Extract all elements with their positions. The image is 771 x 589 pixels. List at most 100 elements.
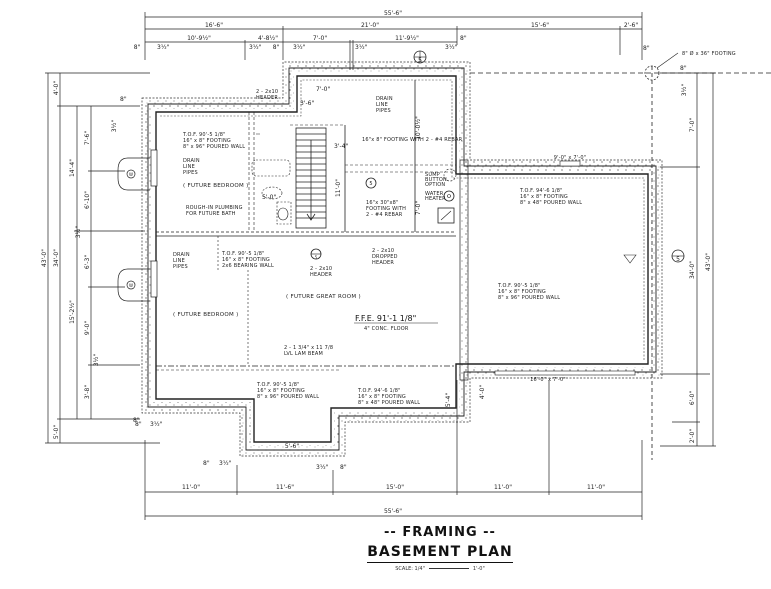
dim-small: 3½" — [75, 226, 82, 239]
header-note: HEADER — [310, 272, 332, 278]
interior-walls — [156, 80, 456, 371]
header-note: 2 - 2x10 — [310, 266, 332, 272]
dim-small: 8" — [135, 421, 142, 428]
bottom-small-dims: 8" 3½" 8" 3½" 3½" 8" — [135, 421, 347, 471]
water-heater-icon — [443, 190, 455, 202]
dim-small: 3½" — [249, 44, 262, 51]
dim-left-mid-2: 34'-0" — [53, 249, 60, 267]
tof-note: 16" x 8" FOOTING — [257, 388, 305, 394]
corner-footing: 8" Ø x 36" FOOTING — [470, 50, 771, 460]
dim-left-inner-5: 3'-8" — [84, 385, 91, 399]
dim-small: 3½" — [445, 44, 458, 51]
drain-note: LINE — [183, 164, 195, 170]
dim-small: 8" — [273, 44, 280, 51]
sump-pit-icon — [443, 168, 457, 182]
tof-note: T.O.F. 90'-5 1/8" — [182, 132, 226, 138]
staircase — [295, 127, 327, 229]
dim-right-overall: 43'-0" — [705, 253, 712, 271]
dim-left-outer-1: 4'-0" — [53, 81, 60, 95]
tof-note: 8" x 48" POURED WALL — [520, 200, 582, 206]
dim-left-inner-4: 9'-0" — [84, 321, 91, 335]
dim-small: 3½" — [150, 421, 163, 428]
drawing-title-line2: BASEMENT PLAN — [367, 543, 513, 563]
room-future-great-room: ( FUTURE GREAT ROOM ) — [286, 294, 361, 300]
footing-rebar-note: 2 - #4 REBAR — [366, 212, 403, 218]
dim-left-mid-1: 14'-4" — [69, 159, 76, 177]
dim-small: 3½" — [157, 44, 170, 51]
tof-note: 8" x 96" POURED WALL — [183, 144, 245, 150]
tof-note: 16" x 8" FOOTING — [222, 257, 270, 263]
window-marker-2: W — [129, 283, 133, 288]
dim-interior: 5'-0" — [262, 194, 276, 201]
dim-small: 8" — [340, 464, 347, 471]
tof-note: 8" x 96" POURED WALL — [498, 295, 560, 301]
tof-note: T.O.F. 90'-5 1/8" — [497, 283, 541, 289]
dim-top-open-3: 7'-0" — [313, 35, 327, 42]
right-dimension-labels: 7'-0" 34'-0" 6'-0" 2'-0" 43'-0" 3½" 8" — [680, 65, 712, 443]
stair-marker-label: 5 — [369, 181, 372, 187]
section-marker-label: 5 — [418, 57, 422, 64]
dim-left-inner-1: 7'-6" — [84, 131, 91, 145]
dim-left-outer-2: 43'-0" — [41, 249, 48, 267]
dim-interior: 11'-0" — [335, 179, 342, 197]
dim-top-overall: 55'-6" — [384, 10, 402, 17]
finished-floor-elevation: F.F.E. 91'-1 1/8" — [355, 314, 416, 323]
right-dimensions — [660, 72, 716, 447]
dim-interior: 5'-6" — [285, 443, 299, 450]
dim-top-seg-4: 2'-6" — [624, 22, 638, 29]
tof-note: 16" x 8" FOOTING — [520, 194, 568, 200]
dim-interior: 5'-4" — [445, 393, 452, 407]
tof-note: T.O.F. 94'-6 1/8" — [357, 388, 401, 394]
rough-in-note: FOR FUTURE BATH — [186, 211, 236, 217]
tof-note: 16" x 8" FOOTING — [183, 138, 231, 144]
dim-bottom-seg-3: 15'-0" — [386, 484, 404, 491]
section-marker-label: 5 — [315, 255, 318, 260]
rough-in-note: ROUGH-IN PLUMBING — [186, 205, 243, 211]
drawing-scale: SCALE: 1/4"1'-0" — [360, 566, 520, 572]
lvl-beam-note: 2 - 1 3/4" x 11 7/8 — [284, 345, 333, 351]
dim-interior: 3'-4" — [334, 143, 348, 150]
drain-note: DRAIN — [173, 252, 190, 258]
dim-right-4: 2'-0" — [689, 429, 696, 443]
tof-note: 16" x 8" FOOTING — [498, 289, 546, 295]
drain-note: PIPES — [376, 108, 391, 114]
dim-left-inner-2: 6'-10" — [84, 191, 91, 209]
sump-label: OPTION — [425, 182, 445, 188]
dim-bottom-overall: 55'-6" — [384, 508, 402, 515]
dim-top-open-1: 10'-9½" — [187, 35, 211, 42]
header-note: HEADER — [256, 95, 278, 101]
dim-small: 8" — [134, 44, 141, 51]
garage-wall: 9'-0" x 7'-0" 16'-0" x 7'-0" — [459, 155, 656, 383]
tof-note: T.O.F. 94'-6 1/8" — [519, 188, 563, 194]
drain-note: DRAIN — [183, 158, 200, 164]
tof-note: T.O.F. 90'-5 1/8" — [256, 382, 300, 388]
left-dimension-labels: 4'-0" 43'-0" 5'-0" 14'-4" 34'-0" 15'-2½"… — [41, 81, 140, 439]
dim-right-3: 6'-0" — [689, 391, 696, 405]
window-wells — [117, 149, 158, 302]
water-heater-label: HEATER — [425, 196, 446, 202]
dim-bottom-seg-4: 11'-0" — [494, 484, 512, 491]
dim-interior: 7'-0" — [316, 86, 330, 93]
dim-small: 8" — [460, 35, 467, 42]
dim-small: 3½" — [316, 464, 329, 471]
dropped-header-note: 2 - 2x10 — [372, 248, 394, 254]
tof-note: 16" x 8" FOOTING — [358, 394, 406, 400]
dim-small: 3½" — [355, 44, 368, 51]
top-dimension-labels: 55'-6" 16'-6" 21'-0" 15'-6" 2'-6" 10'-9½… — [134, 10, 650, 52]
footing-note: 8" Ø x 36" FOOTING — [682, 50, 736, 57]
garage-door-top-label: 9'-0" x 7'-0" — [554, 155, 586, 161]
room-future-bedroom-bottom: ( FUTURE BEDROOM ) — [173, 312, 239, 318]
bath-fixtures — [251, 159, 292, 225]
dim-right-2: 34'-0" — [689, 261, 696, 279]
garage-door-bottom-label: 16'-0" x 7'-0" — [530, 377, 566, 383]
dim-small: 3½" — [93, 354, 100, 367]
left-dimensions — [45, 72, 160, 444]
dim-top-seg-1: 16'-6" — [205, 22, 223, 29]
floor-spec: 4" CONC. FLOOR — [364, 326, 409, 332]
bottom-dimensions — [144, 380, 643, 520]
water-heater-label: WATER — [425, 191, 444, 197]
header-note: 2 - 2x10 — [256, 89, 278, 95]
dim-bottom-seg-5: 11'-0" — [587, 484, 605, 491]
dropped-header-note: DROPPED — [372, 254, 398, 260]
